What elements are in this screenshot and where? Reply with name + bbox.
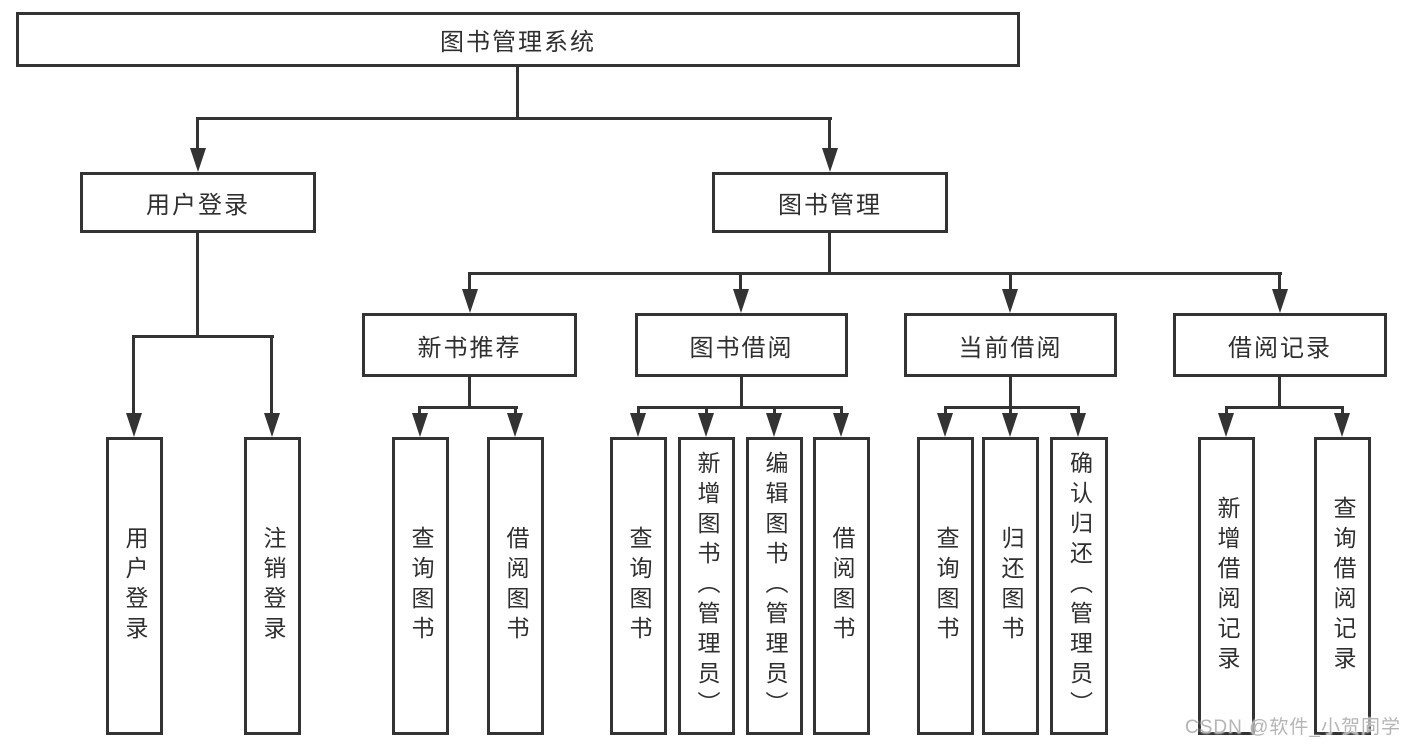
arrowhead-down-icon <box>462 289 478 313</box>
leaf-return-book: 归还图书 <box>982 437 1039 735</box>
connector-line <box>196 117 199 150</box>
node-borrowing-records: 借阅记录 <box>1173 313 1387 377</box>
leaf-query-books-recommend: 查询图书 <box>392 437 449 735</box>
connector-line <box>270 335 273 415</box>
node-label: 新增借阅记录 <box>1214 496 1240 676</box>
connector-line <box>944 406 947 415</box>
node-label: 确认归还（管理员） <box>1066 451 1093 721</box>
connector-line <box>705 406 708 415</box>
node-label: 借阅图书 <box>503 526 529 646</box>
connector-line <box>637 406 640 415</box>
connector-line <box>1009 377 1012 408</box>
node-label: 查询借阅记录 <box>1330 496 1356 676</box>
arrowhead-down-icon <box>126 413 142 437</box>
leaf-logout: 注销登录 <box>244 437 301 735</box>
node-library-management-system: 图书管理系统 <box>16 12 1020 67</box>
arrowhead-down-icon <box>1334 413 1350 437</box>
leaf-borrow-books-recommend: 借阅图书 <box>487 437 544 735</box>
arrowhead-down-icon <box>1002 289 1018 313</box>
node-label: 用户登录 <box>122 526 148 646</box>
leaf-query-borrow-record: 查询借阅记录 <box>1314 437 1371 735</box>
connector-line <box>1341 406 1344 415</box>
arrowhead-down-icon <box>822 148 838 172</box>
arrowhead-down-icon <box>833 413 849 437</box>
connector-line <box>468 272 471 291</box>
arrowhead-down-icon <box>630 413 646 437</box>
connector-line <box>739 272 742 291</box>
connector-line <box>1225 406 1228 415</box>
connector-line <box>1009 272 1012 291</box>
arrowhead-down-icon <box>264 413 280 437</box>
node-label: 查询图书 <box>626 526 652 646</box>
arrowhead-down-icon <box>190 148 206 172</box>
leaf-edit-book-admin: 编辑图书（管理员） <box>746 437 803 735</box>
node-label: 图书管理 <box>778 192 882 219</box>
node-label: 查询图书 <box>408 526 434 646</box>
leaf-user-login: 用户登录 <box>106 437 163 735</box>
node-label: 查询图书 <box>933 526 959 646</box>
node-label: 借阅记录 <box>1228 334 1332 362</box>
connector-line <box>840 406 843 415</box>
node-label: 当前借阅 <box>958 334 1063 362</box>
connector-line <box>944 406 1080 409</box>
connector-line <box>132 335 274 338</box>
arrowhead-down-icon <box>507 413 523 437</box>
leaf-confirm-return-admin: 确认归还（管理员） <box>1050 437 1108 735</box>
connector-line <box>132 335 135 415</box>
arrowhead-down-icon <box>698 413 714 437</box>
watermark: CSDN @软件_小贺同学 <box>1185 717 1401 738</box>
connector-line <box>468 377 471 408</box>
connector-line <box>1278 377 1281 408</box>
node-new-book-recommendation: 新书推荐 <box>362 313 577 377</box>
connector-line <box>516 66 519 118</box>
arrowhead-down-icon <box>766 413 782 437</box>
connector-line <box>637 406 843 409</box>
arrowhead-down-icon <box>1272 289 1288 313</box>
node-label: 图书管理系统 <box>440 29 596 56</box>
node-label: 注销登录 <box>260 526 286 646</box>
leaf-borrow-books-borrowing: 借阅图书 <box>813 437 870 735</box>
connector-line <box>1009 406 1012 415</box>
connector-line <box>196 117 832 120</box>
connector-line <box>196 233 199 337</box>
arrowhead-down-icon <box>1002 413 1018 437</box>
leaf-add-book-admin: 新增图书（管理员） <box>678 437 735 735</box>
connector-line <box>828 117 831 150</box>
node-label: 用户登录 <box>146 192 250 219</box>
node-user-login: 用户登录 <box>80 172 316 233</box>
connector-line <box>1077 406 1080 415</box>
connector-line <box>828 233 831 274</box>
arrowhead-down-icon <box>937 413 953 437</box>
connector-line <box>468 272 1282 275</box>
node-book-borrowing: 图书借阅 <box>635 313 848 377</box>
leaf-add-borrow-record: 新增借阅记录 <box>1198 437 1255 735</box>
connector-line <box>1225 406 1344 409</box>
leaf-query-books-borrowing: 查询图书 <box>610 437 667 735</box>
node-current-borrowing: 当前借阅 <box>904 313 1117 377</box>
connector-line <box>418 406 518 409</box>
connector-line <box>514 406 517 415</box>
arrowhead-down-icon <box>1070 413 1086 437</box>
node-label: 图书借阅 <box>689 334 794 362</box>
arrowhead-down-icon <box>733 289 749 313</box>
arrowhead-down-icon <box>412 413 428 437</box>
node-label: 新书推荐 <box>417 334 522 362</box>
arrowhead-down-icon <box>1218 413 1234 437</box>
node-label: 编辑图书（管理员） <box>762 451 788 721</box>
node-label: 归还图书 <box>998 526 1024 646</box>
leaf-query-books-current: 查询图书 <box>917 437 974 735</box>
connector-line <box>1278 272 1281 291</box>
node-book-management: 图书管理 <box>712 172 948 233</box>
node-label: 新增图书（管理员） <box>694 451 720 721</box>
connector-line <box>740 377 743 408</box>
node-label: 借阅图书 <box>829 526 855 646</box>
connector-line <box>418 406 421 415</box>
connector-line <box>773 406 776 415</box>
